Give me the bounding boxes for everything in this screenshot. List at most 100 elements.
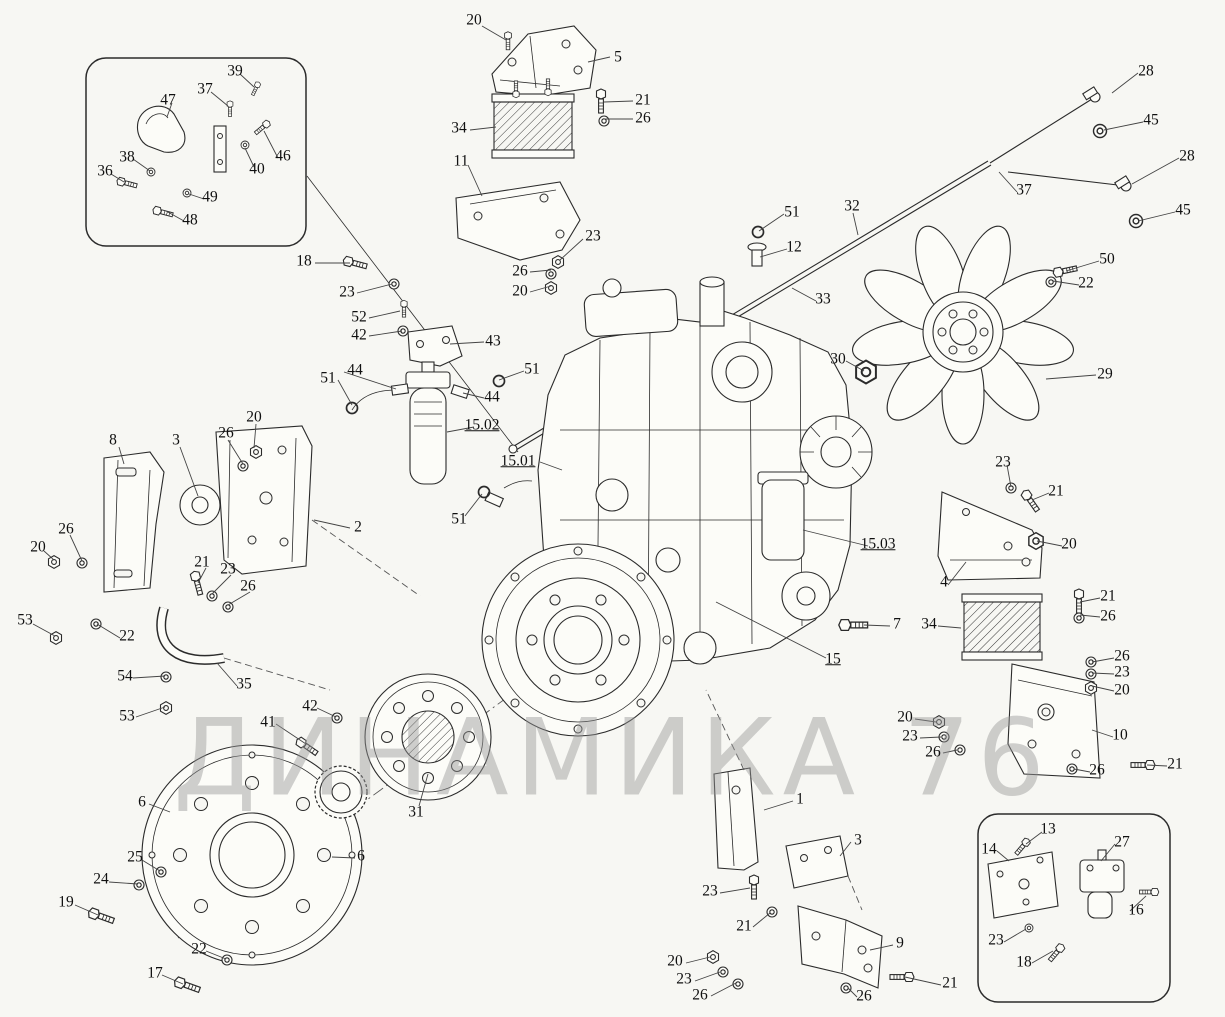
inset-box-bottom-right bbox=[977, 813, 1171, 1003]
callout-label: 26 bbox=[1114, 647, 1130, 665]
callout-label: 53 bbox=[17, 611, 33, 629]
callout-label: 44 bbox=[347, 361, 363, 379]
callout-label: 34 bbox=[921, 615, 937, 633]
callout-label: 18 bbox=[296, 252, 312, 270]
callout-label: 5 bbox=[614, 48, 622, 66]
callout-label: 46 bbox=[275, 147, 291, 165]
callout-label: 20 bbox=[667, 952, 683, 970]
callout-label: 48 bbox=[182, 211, 198, 229]
callout-label: 39 bbox=[227, 62, 243, 80]
callout-label: 45 bbox=[1143, 111, 1159, 129]
callout-label: 23 bbox=[220, 560, 236, 578]
gear bbox=[314, 765, 368, 819]
callout-label: 26 bbox=[635, 109, 651, 127]
callout-label: 20 bbox=[897, 708, 913, 726]
callout-label: 50 bbox=[1099, 250, 1115, 268]
callout-label: 32 bbox=[844, 197, 860, 215]
callout-label: 20 bbox=[466, 11, 482, 29]
callout-label: 6 bbox=[138, 793, 146, 811]
callout-label: 20 bbox=[246, 408, 262, 426]
callout-label: 21 bbox=[1167, 755, 1183, 773]
callout-label: 25 bbox=[127, 848, 143, 866]
callout-label: 26 bbox=[1089, 761, 1105, 779]
callout-label: 52 bbox=[351, 308, 367, 326]
callout-label: 24 bbox=[93, 870, 109, 888]
callout-label: 43 bbox=[485, 332, 501, 350]
callout-label: 36 bbox=[97, 162, 113, 180]
callout-label: 26 bbox=[512, 262, 528, 280]
callout-label: 41 bbox=[260, 713, 276, 731]
callout-label: 26 bbox=[1100, 607, 1116, 625]
damper-plate bbox=[364, 673, 492, 801]
callout-label: 6 bbox=[357, 847, 365, 865]
callout-label: 40 bbox=[249, 160, 265, 178]
callout-label: 45 bbox=[1175, 201, 1191, 219]
callout-label: 9 bbox=[896, 934, 904, 952]
callout-label: 30 bbox=[830, 350, 846, 368]
callout-label: 19 bbox=[58, 893, 74, 911]
callout-label: 23 bbox=[988, 931, 1004, 949]
callout-label: 31 bbox=[408, 803, 424, 821]
callout-label: 23 bbox=[995, 453, 1011, 471]
callout-label: 35 bbox=[236, 675, 252, 693]
callout-label: 54 bbox=[117, 667, 133, 685]
callout-label: 47 bbox=[160, 91, 176, 109]
callout-label: 15.03 bbox=[860, 535, 896, 553]
callout-label: 10 bbox=[1112, 726, 1128, 744]
callout-label: 3 bbox=[854, 831, 862, 849]
callout-label: 26 bbox=[218, 424, 234, 442]
callout-label: 12 bbox=[786, 238, 802, 256]
callout-label: 3 bbox=[172, 431, 180, 449]
callout-label: 26 bbox=[925, 743, 941, 761]
callout-label: 4 bbox=[940, 573, 948, 591]
inset-box-top-left bbox=[85, 57, 307, 247]
callout-label: 49 bbox=[202, 188, 218, 206]
callout-label: 27 bbox=[1114, 833, 1130, 851]
callout-label: 8 bbox=[109, 431, 117, 449]
flywheel bbox=[141, 744, 363, 966]
cooling-fan bbox=[852, 225, 1074, 445]
callout-label: 34 bbox=[451, 119, 467, 137]
callout-label: 28 bbox=[1179, 147, 1195, 165]
callout-label: 20 bbox=[1114, 681, 1130, 699]
callout-label: 26 bbox=[58, 520, 74, 538]
callout-label: 51 bbox=[320, 369, 336, 387]
callout-label: 20 bbox=[1061, 535, 1077, 553]
callout-label: 28 bbox=[1138, 62, 1154, 80]
callout-label: 22 bbox=[191, 940, 207, 958]
callout-label: 23 bbox=[1114, 663, 1130, 681]
callout-label: 20 bbox=[512, 282, 528, 300]
callout-label: 21 bbox=[942, 974, 958, 992]
small-parts bbox=[747, 242, 877, 632]
callout-label: 23 bbox=[676, 970, 692, 988]
callout-label: 51 bbox=[451, 510, 467, 528]
callout-label: 29 bbox=[1097, 365, 1113, 383]
callout-label: 37 bbox=[197, 80, 213, 98]
callout-label: 18 bbox=[1016, 953, 1032, 971]
callout-label: 15.02 bbox=[464, 416, 500, 434]
callout-label: 26 bbox=[240, 577, 256, 595]
callout-label: 15 bbox=[825, 650, 841, 668]
callout-label: 53 bbox=[119, 707, 135, 725]
callout-label: 21 bbox=[736, 917, 752, 935]
callout-label: 23 bbox=[585, 227, 601, 245]
callout-label: 26 bbox=[856, 987, 872, 1005]
callout-label: 15.01 bbox=[500, 452, 536, 470]
callout-label: 7 bbox=[893, 615, 901, 633]
engine-assembly bbox=[481, 276, 873, 737]
callout-label: 33 bbox=[815, 290, 831, 308]
bottom-bracket-group bbox=[713, 767, 883, 989]
locating-links bbox=[223, 519, 863, 911]
callout-label: 37 bbox=[1016, 181, 1032, 199]
inset-pointer-line bbox=[306, 175, 519, 453]
callout-label: 14 bbox=[981, 840, 997, 858]
callout-label: 21 bbox=[194, 553, 210, 571]
callout-label: 42 bbox=[351, 326, 367, 344]
callout-label: 22 bbox=[1078, 274, 1094, 292]
callout-label: 38 bbox=[119, 148, 135, 166]
callout-label: 22 bbox=[119, 627, 135, 645]
callout-label: 51 bbox=[524, 360, 540, 378]
